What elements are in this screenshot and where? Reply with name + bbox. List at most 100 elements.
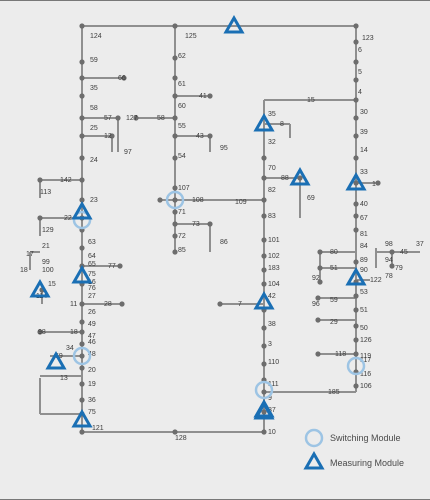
bus-node — [353, 293, 359, 299]
bus-label: 4 — [358, 89, 362, 96]
bus-node — [389, 249, 395, 255]
bus-label: 73 — [192, 221, 200, 228]
measuring-module-icon — [345, 171, 367, 191]
bus-label: 99 — [42, 259, 50, 266]
bus-node — [172, 55, 178, 61]
legend-switching-module-icon — [304, 428, 324, 448]
bus-node — [172, 115, 178, 121]
bus-label: 108 — [192, 197, 204, 204]
bus-label: 10 — [268, 429, 276, 436]
bus-label: 62 — [178, 53, 186, 60]
bus-label: 41 — [199, 93, 207, 100]
bus-node — [79, 353, 85, 359]
bus-label: 37 — [416, 241, 424, 248]
bus-label: 66 — [118, 75, 126, 82]
bus-node — [353, 259, 359, 265]
bus-node — [115, 115, 121, 121]
bus-node — [79, 133, 85, 139]
bus-label: 126 — [360, 337, 372, 344]
bus-label: 70 — [268, 165, 276, 172]
bus-label: 111 — [268, 381, 279, 388]
bus-label: 128 — [175, 435, 187, 442]
bus-label: 142 — [60, 177, 72, 184]
bus-label: 129 — [42, 227, 54, 234]
bus-node — [172, 209, 178, 215]
bus-label: 123 — [362, 35, 374, 42]
bus-node — [353, 133, 359, 139]
bus-node — [353, 97, 359, 103]
bus-label: 77 — [108, 263, 116, 270]
bus-label: 51 — [360, 307, 368, 314]
bus-label: 64 — [88, 253, 96, 260]
bus-label: 40 — [360, 201, 368, 208]
bus-label: 18 — [20, 267, 28, 274]
bus-node — [133, 115, 139, 121]
bus-label: 24 — [90, 157, 98, 164]
bus-node — [261, 253, 267, 259]
bus-label: 7 — [238, 301, 242, 308]
bus-node — [261, 213, 267, 219]
bus-label: 82 — [268, 187, 276, 194]
measuring-module-icon — [253, 112, 275, 132]
measuring-module-icon — [253, 400, 275, 420]
bus-label: 50 — [360, 325, 368, 332]
bus-node — [217, 301, 223, 307]
bus-label: 30 — [360, 109, 368, 116]
bus-node — [79, 177, 85, 183]
bus-label: 185 — [328, 389, 340, 396]
bus-label: 54 — [178, 153, 186, 160]
bus-node — [353, 227, 359, 233]
bus-label: 39 — [360, 129, 368, 136]
bus-label: 86 — [220, 239, 228, 246]
bus-label: 27 — [88, 293, 96, 300]
bus-label: 121 — [92, 425, 104, 432]
bus-node — [79, 381, 85, 387]
bus-node — [353, 323, 359, 329]
bus-label: 25 — [90, 125, 98, 132]
bus-label: 87 — [268, 407, 276, 414]
bus-node — [261, 267, 267, 273]
bus-node — [261, 409, 267, 415]
bus-label: 61 — [178, 81, 186, 88]
bus-label: 26 — [88, 309, 96, 316]
bus-node — [207, 133, 213, 139]
bus-node — [119, 301, 125, 307]
bus-label: 97 — [124, 149, 132, 156]
bus-node — [79, 341, 85, 347]
bus-label: 11 — [70, 301, 77, 308]
bus-node — [261, 197, 267, 203]
bus-node — [353, 213, 359, 219]
bus-label: 125 — [185, 33, 197, 40]
bus-label: 14 — [360, 147, 368, 154]
bus-node — [353, 337, 359, 343]
bus-label: 69 — [307, 195, 315, 202]
bus-label: 1 — [372, 181, 376, 188]
bus-label: 49 — [88, 321, 96, 328]
bus-node — [353, 155, 359, 161]
bus-node — [207, 221, 213, 227]
bus-node — [79, 155, 85, 161]
bus-node — [79, 115, 85, 121]
bus-label: 20 — [88, 367, 96, 374]
bus-node — [79, 59, 85, 65]
bus-node — [172, 155, 178, 161]
bus-label: 117 — [360, 357, 371, 364]
bus-node — [79, 301, 85, 307]
bus-node — [317, 279, 323, 285]
bus-label: 65 — [88, 261, 96, 268]
bus-node — [121, 75, 127, 81]
bus-node — [297, 175, 303, 181]
bus-node — [172, 75, 178, 81]
bus-label: 58 — [90, 105, 98, 112]
bus-node — [353, 39, 359, 45]
bus-node — [79, 197, 85, 203]
switching-module-icon — [72, 346, 92, 366]
bus-label: 43 — [196, 133, 204, 140]
bus-label: 107 — [178, 185, 190, 192]
bus-node — [79, 93, 85, 99]
bus-label: 23 — [90, 197, 98, 204]
bus-node — [261, 281, 267, 287]
bus-label: 124 — [90, 33, 102, 40]
